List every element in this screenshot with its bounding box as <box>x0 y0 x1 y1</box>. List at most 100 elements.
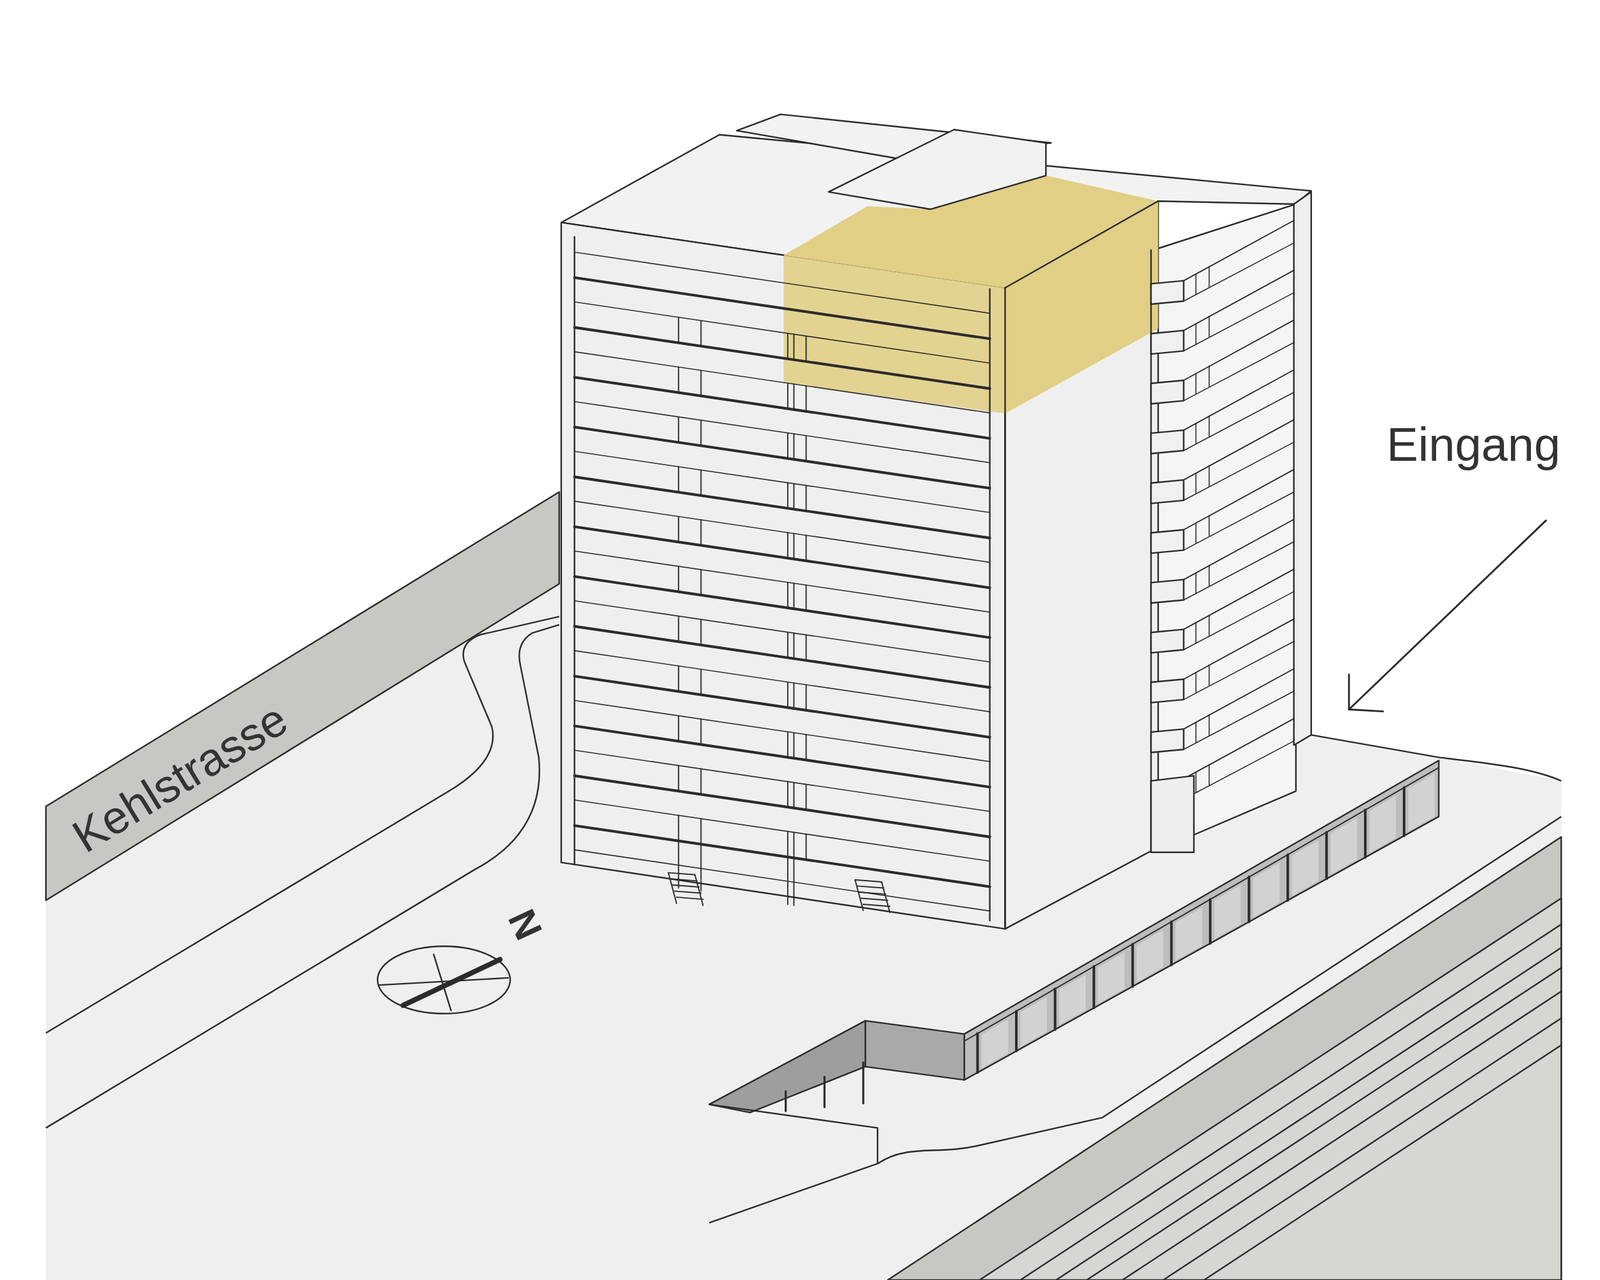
window-mullion <box>805 784 808 811</box>
balcony-railing <box>1183 691 1294 750</box>
window-mullion <box>700 519 702 546</box>
window-mullion <box>700 669 702 696</box>
wall-window <box>1369 795 1396 854</box>
wall-window <box>1020 997 1047 1048</box>
balcony-post <box>1195 772 1197 792</box>
window-mullion <box>677 815 680 841</box>
floor-line <box>574 252 991 314</box>
floor-line <box>574 800 991 862</box>
window-mullion <box>700 420 702 447</box>
wall-pier <box>976 1033 979 1073</box>
floor-line <box>574 650 991 713</box>
floor-line <box>574 750 991 812</box>
balcony-slab <box>1150 330 1184 354</box>
window-mullion <box>787 632 789 658</box>
window-mullion <box>677 616 680 642</box>
stair-step <box>855 880 882 882</box>
window-mullion <box>805 435 808 462</box>
window-mullion <box>792 732 795 759</box>
balcony-railing <box>1183 741 1294 800</box>
wall-pier <box>1286 854 1289 900</box>
arrow-head <box>1349 673 1384 712</box>
window-mullion <box>805 833 808 860</box>
floor-line <box>574 551 991 613</box>
stair-step <box>861 898 888 901</box>
window-mullion <box>787 482 789 509</box>
window-mullion <box>805 535 808 561</box>
window-mullion <box>787 781 789 808</box>
wall-pier <box>1131 944 1135 987</box>
window-mullion <box>700 370 702 397</box>
balcony-railing <box>1183 292 1294 351</box>
balcony-slab <box>1150 629 1184 653</box>
balcony-post <box>1195 673 1197 693</box>
wall-window <box>981 1019 1008 1069</box>
floor-slab <box>574 526 991 589</box>
stair-step <box>668 872 695 875</box>
stair-step <box>863 904 890 907</box>
pit-pier <box>862 1062 864 1104</box>
wall-pier <box>1248 876 1251 922</box>
balcony-post <box>1195 723 1197 743</box>
window-mullion <box>700 469 702 496</box>
wall-window <box>1291 840 1318 896</box>
wall-pier <box>1169 921 1173 966</box>
balcony-railing <box>1183 542 1294 601</box>
window-mullion <box>792 682 795 709</box>
wall-pier <box>1325 832 1328 879</box>
stair-side <box>855 880 864 911</box>
entrance-label: Eingang <box>1386 421 1561 469</box>
window-mullion <box>787 682 789 708</box>
balcony-post <box>1208 764 1211 786</box>
balcony-post <box>1195 274 1197 294</box>
compass <box>377 945 511 1014</box>
window-mullion <box>805 336 808 362</box>
window-mullion <box>700 818 702 845</box>
north-mark: N <box>501 904 548 946</box>
street-band <box>46 492 560 901</box>
balcony-post <box>1208 465 1211 487</box>
window-mullion <box>677 317 680 344</box>
floor-slab <box>574 376 991 439</box>
compass-needle <box>403 959 500 1006</box>
balcony-post <box>1208 565 1211 586</box>
balcony-railing <box>1183 342 1294 401</box>
floor-line <box>574 352 991 414</box>
window-mullion <box>792 832 795 859</box>
floor-line <box>574 302 991 364</box>
balcony-post <box>1195 374 1197 394</box>
rail-track <box>1122 991 1562 1280</box>
balcony-slab <box>1150 280 1184 305</box>
balcony-post <box>1208 615 1211 636</box>
balcony-post <box>1195 573 1197 593</box>
wall-window <box>1098 952 1125 1005</box>
window-mullion <box>792 632 795 659</box>
window-mullion <box>792 533 795 560</box>
balcony-post <box>1208 266 1211 287</box>
balcony-railing <box>1183 442 1294 501</box>
wall-window <box>1059 974 1086 1026</box>
balcony-slab <box>1150 728 1184 753</box>
column <box>677 840 680 889</box>
window-mullion <box>805 584 808 611</box>
pit-pier <box>784 1091 787 1112</box>
window-mullion <box>677 367 680 393</box>
floor-slab <box>574 626 991 688</box>
floor-line <box>574 401 991 463</box>
balcony-post <box>1208 664 1211 686</box>
floor-slab <box>574 277 991 340</box>
column <box>700 843 702 892</box>
ground-edge <box>709 1104 878 1224</box>
window-mullion <box>787 731 789 758</box>
window-mullion <box>792 433 795 460</box>
window-mullion <box>792 334 795 360</box>
stair-side <box>881 881 891 913</box>
balcony-post <box>1208 515 1211 536</box>
window-mullion <box>787 831 789 857</box>
driveway <box>46 616 560 1128</box>
entrance-arrow <box>1349 520 1547 712</box>
window-mullion <box>677 666 680 692</box>
balcony-slab <box>1150 529 1184 554</box>
